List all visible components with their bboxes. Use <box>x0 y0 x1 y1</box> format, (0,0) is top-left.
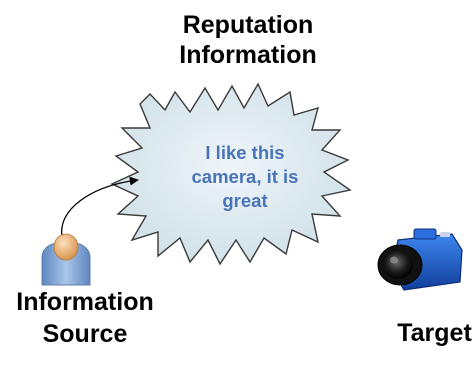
title-line-2: Information <box>179 41 317 69</box>
curved-arrow <box>61 176 139 237</box>
person-icon <box>41 233 91 286</box>
target-label: Target <box>397 319 472 347</box>
bubble-line-1: I like this <box>205 142 285 163</box>
camera-icon <box>377 228 463 291</box>
bubble-line-2: camera, it is <box>191 166 299 187</box>
source-label-line-1: Information <box>16 288 154 316</box>
bubble-line-3: great <box>222 190 268 211</box>
speech-bubble-text: I like this camera, it is great <box>170 141 320 213</box>
source-label-line-2: Source <box>42 320 128 348</box>
title-line-1: Reputation <box>182 11 314 39</box>
speech-burst-shape <box>110 82 352 266</box>
